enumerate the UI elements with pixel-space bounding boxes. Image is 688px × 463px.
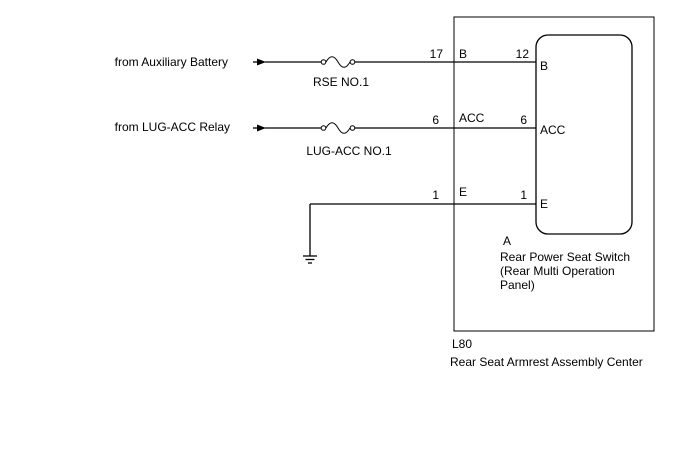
terminal-b-inner: B (540, 59, 548, 73)
switch-name-line2: (Rear Multi Operation (500, 264, 615, 278)
pin-12: 12 (516, 47, 530, 61)
pin-17: 17 (430, 47, 444, 61)
fuse-icon-rse (320, 56, 356, 68)
switch-name-line1: Rear Power Seat Switch (500, 250, 630, 264)
circuit-line-ground: 1 E 1 E (303, 185, 548, 264)
source-label-battery: from Auxiliary Battery (115, 55, 228, 69)
pin-6-inner: 6 (520, 113, 527, 127)
fuse-icon-lug-acc (320, 122, 356, 134)
switch-name-line3: Panel) (500, 278, 535, 292)
terminal-acc-inner: ACC (540, 123, 566, 137)
switch-connector-label: A (503, 234, 511, 248)
terminal-acc-outer: ACC (459, 111, 485, 125)
circuit-line-battery: from Auxiliary Battery RSE NO.1 17 B 12 … (115, 47, 548, 89)
circuit-line-acc: from LUG-ACC Relay LUG-ACC NO.1 6 ACC 6 … (115, 111, 566, 158)
terminal-b-outer: B (459, 47, 467, 61)
fuse-label-rse: RSE NO.1 (313, 75, 369, 89)
switch-box (535, 34, 633, 235)
ground-icon (303, 255, 317, 264)
arrow-icon-acc (257, 124, 266, 132)
source-label-acc: from LUG-ACC Relay (115, 120, 230, 134)
pin-6-outer: 6 (432, 113, 439, 127)
terminal-e-outer: E (459, 185, 467, 199)
pin-1-outer: 1 (432, 188, 439, 202)
terminal-e-inner: E (540, 197, 548, 211)
arrow-icon-battery (257, 58, 266, 66)
fuse-label-lug-acc: LUG-ACC NO.1 (306, 144, 392, 158)
assembly-code: L80 (452, 337, 472, 351)
pin-1-inner: 1 (520, 188, 527, 202)
assembly-box (453, 16, 655, 332)
assembly-name: Rear Seat Armrest Assembly Center (450, 355, 643, 369)
